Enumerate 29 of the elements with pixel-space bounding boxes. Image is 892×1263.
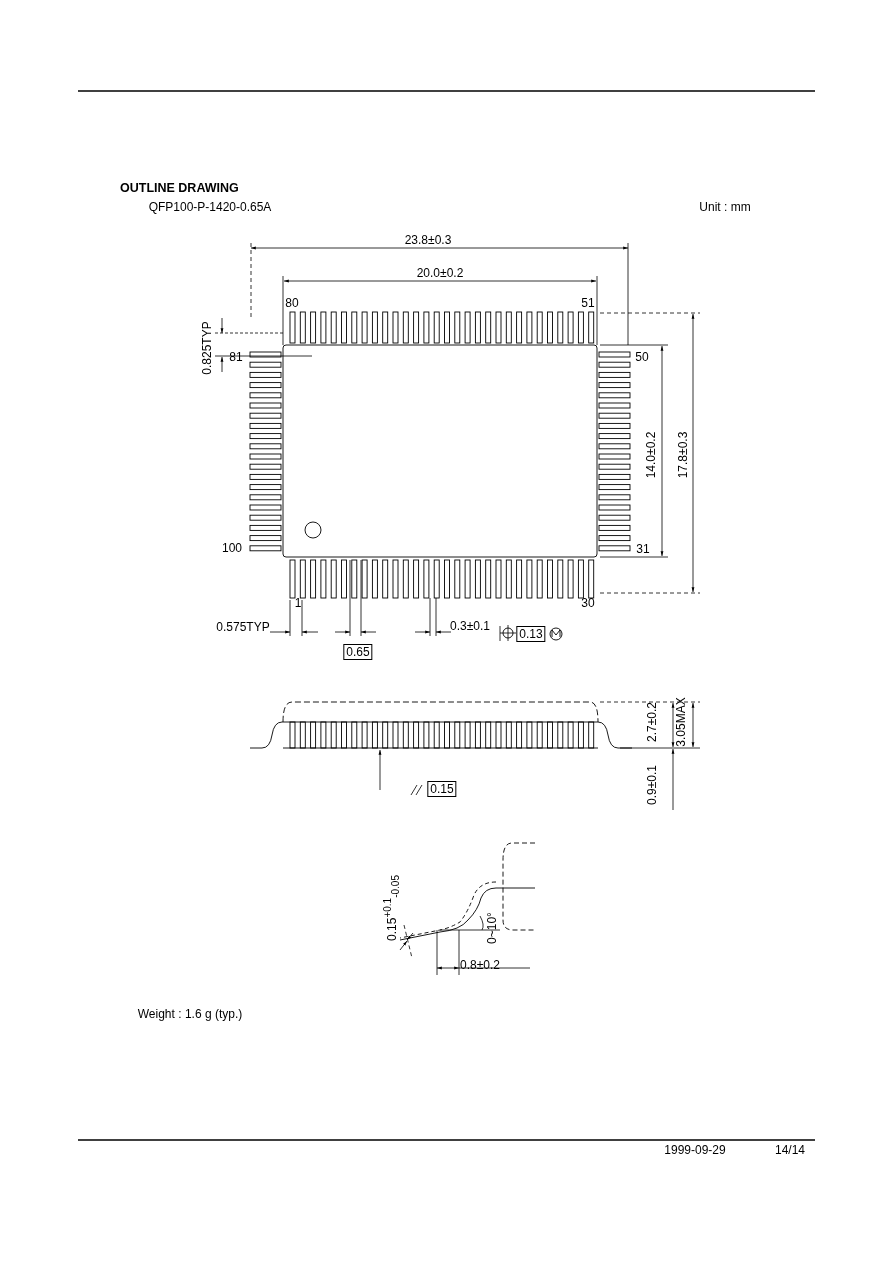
dimension-label: 2.7±0.2	[646, 702, 658, 742]
page-number: 14/14	[775, 1144, 805, 1156]
drawing-title: OUTLINE DRAWING	[120, 182, 239, 195]
date-label: 1999-09-29	[664, 1144, 726, 1156]
dimension-label: 0.3±0.1	[450, 620, 490, 632]
dimension-label: 0.825TYP	[201, 321, 213, 375]
package-code: QFP100-P-1420-0.65A	[148, 201, 272, 213]
unit-note: Unit : mm	[699, 201, 751, 213]
pin-number: 51	[581, 297, 595, 309]
pin-number: 80	[285, 297, 299, 309]
dimension-label: 0~10°	[486, 912, 498, 944]
pin-number: 1	[294, 597, 302, 609]
pin-number: 30	[581, 597, 595, 609]
pin-number: 50	[635, 351, 649, 363]
pin-number: 31	[636, 543, 650, 555]
basic-dimension: 0.65	[343, 644, 373, 660]
dimension-label: 17.8±0.3	[677, 431, 689, 479]
pin-number: 100	[222, 542, 242, 554]
dimension-label: 0.9±0.1	[646, 765, 658, 805]
dimension-label: 3.05MAX	[675, 697, 687, 747]
tolerance-value: 0.13	[516, 626, 546, 642]
dimension-label: 14.0±0.2	[645, 431, 657, 479]
weight-note: Weight : 1.6 g (typ.)	[137, 1008, 243, 1020]
dimension-label: 23.8±0.3	[404, 234, 452, 246]
dimension-label: 0.8±0.2	[460, 959, 500, 971]
dimension-label: 20.0±0.2	[416, 267, 464, 279]
pin-number: 81	[229, 351, 243, 363]
dimension-label: 0.575TYP	[216, 621, 270, 633]
tolerance-value: 0.15	[427, 781, 457, 797]
